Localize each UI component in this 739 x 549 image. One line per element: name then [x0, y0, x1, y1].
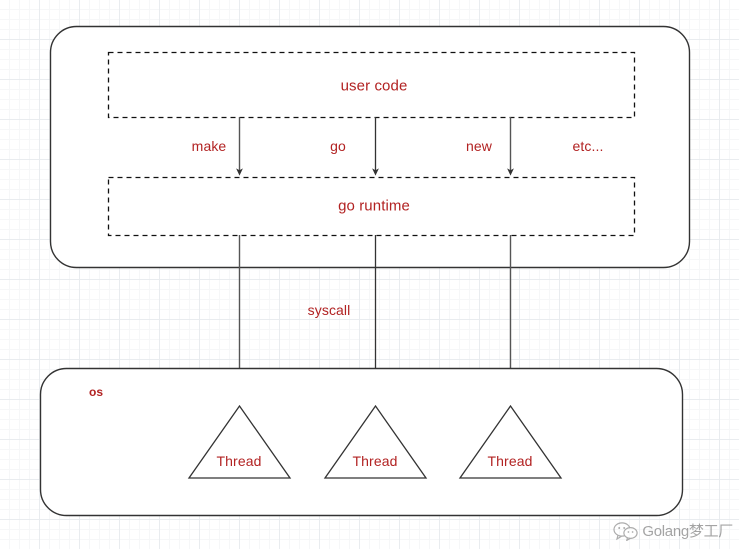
wechat-icon	[613, 521, 639, 541]
thread-label-1: Thread	[216, 453, 262, 469]
op-label-go: go	[330, 138, 346, 154]
thread-triangle-3	[458, 404, 563, 479]
thread-triangle-1	[187, 404, 292, 479]
op-label-new: new	[466, 138, 492, 154]
go-runtime-box	[107, 176, 636, 237]
op-label-make: make	[191, 138, 227, 154]
watermark: Golang梦工厂	[613, 520, 733, 541]
watermark-text: Golang梦工厂	[642, 523, 733, 540]
thread-triangle-2	[323, 404, 428, 479]
go-runtime-label: go runtime	[338, 197, 410, 215]
user-code-box	[107, 51, 636, 119]
syscall-label: syscall	[307, 302, 351, 318]
op-label-etc: etc...	[572, 138, 604, 154]
thread-label-3: Thread	[487, 453, 533, 469]
thread-label-2: Thread	[352, 453, 398, 469]
user-code-label: user code	[340, 77, 408, 95]
os-label: os	[89, 385, 104, 399]
